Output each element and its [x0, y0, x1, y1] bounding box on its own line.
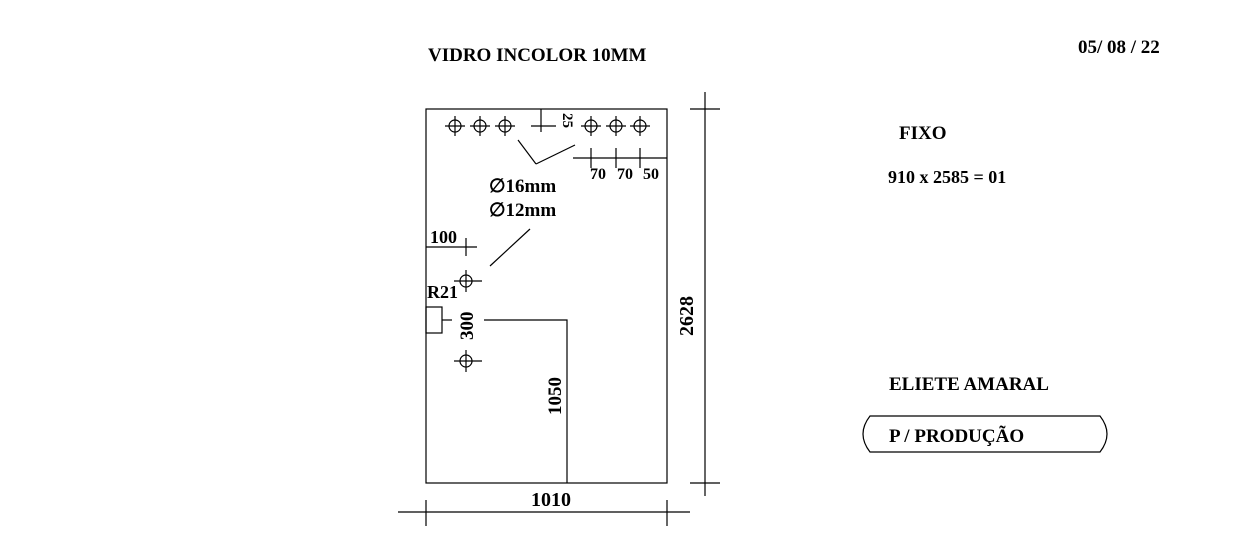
hole-marker	[495, 116, 515, 136]
width-dimension: 1010	[398, 489, 690, 526]
hinge-spacing-label: 300	[457, 312, 478, 341]
date: 05/ 08 / 22	[1078, 37, 1160, 58]
client-name: ELIETE AMARAL	[889, 374, 1049, 395]
hole-16-label: ∅16mm	[489, 176, 556, 197]
top-holes-right	[581, 116, 650, 136]
left-offset-dimension: 100	[426, 227, 477, 256]
spec-label: 910 x 2585 = 01	[888, 167, 1006, 187]
notch-height-label: 1050	[545, 377, 566, 415]
production-stamp: P / PRODUÇÃO	[862, 415, 1108, 453]
type-label: FIXO	[899, 123, 947, 144]
stamp-label: P / PRODUÇÃO	[889, 425, 1024, 447]
title: VIDRO INCOLOR 10MM	[428, 45, 647, 66]
leader-line-16b	[535, 144, 576, 165]
radius-label: R21	[427, 282, 458, 302]
hole-marker	[630, 116, 650, 136]
top-holes-left	[445, 116, 515, 136]
height-dimension: 2628	[676, 92, 720, 496]
hole-12-label: ∅12mm	[489, 200, 556, 221]
hole-marker	[581, 116, 601, 136]
hole-spacing-dimension: 70 70 50	[573, 148, 667, 183]
glass-outline	[425, 108, 668, 484]
width-label: 1010	[531, 489, 571, 511]
leader-line-16	[517, 139, 537, 165]
hole-marker	[445, 116, 465, 136]
height-label: 2628	[676, 296, 698, 336]
leader-line-12	[489, 228, 531, 267]
top-offset-label: 25	[559, 113, 575, 128]
hole-marker	[454, 350, 482, 372]
spacing-label-1: 70	[590, 166, 606, 183]
notch-line	[484, 319, 568, 483]
left-offset-label: 100	[430, 227, 457, 247]
hole-marker	[470, 116, 490, 136]
hole-marker	[454, 270, 482, 292]
spacing-label-3: 50	[643, 166, 659, 183]
spacing-label-2: 70	[617, 166, 633, 183]
top-offset-dimension: 25	[531, 109, 575, 132]
hole-marker	[606, 116, 626, 136]
radius-notch	[425, 306, 443, 334]
